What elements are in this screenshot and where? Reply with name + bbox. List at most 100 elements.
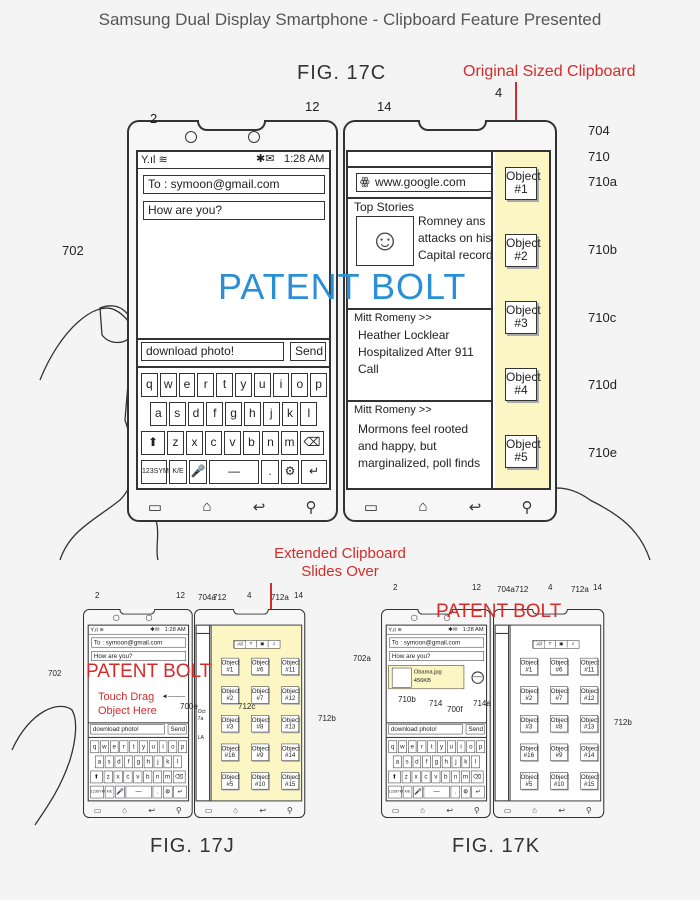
keyboard-key[interactable]: a bbox=[94, 755, 104, 769]
keyboard-key[interactable]: k bbox=[163, 755, 173, 769]
keyboard-key[interactable]: w bbox=[100, 740, 109, 754]
keyboard-key[interactable]: n bbox=[262, 431, 279, 455]
story-text[interactable]: attacks on his bbox=[418, 231, 492, 245]
keyboard-key[interactable]: K/E bbox=[402, 785, 413, 799]
clipboard-object[interactable]: Object#5 bbox=[505, 435, 541, 468]
to-field[interactable]: To : symoon@gmail.com bbox=[143, 175, 325, 194]
keyboard-key[interactable]: i bbox=[456, 740, 466, 754]
home-icon[interactable]: ⌂ bbox=[122, 805, 127, 815]
keyboard-key[interactable]: v bbox=[224, 431, 241, 455]
story-text[interactable]: Call bbox=[358, 362, 379, 376]
clipboard-object[interactable]: Object#3 bbox=[221, 715, 240, 733]
keyboard-key[interactable]: h bbox=[143, 755, 153, 769]
story-text[interactable]: and happy, but bbox=[358, 439, 437, 453]
keyboard-key[interactable]: i bbox=[272, 373, 290, 397]
home-icon[interactable]: ⌂ bbox=[202, 498, 212, 515]
keyboard-key[interactable]: y bbox=[139, 740, 148, 754]
keyboard-key[interactable]: ⬆ bbox=[90, 770, 103, 784]
clipboard-object[interactable]: Object#1 bbox=[221, 657, 240, 676]
keyboard-key[interactable]: r bbox=[417, 740, 427, 754]
keyboard-key[interactable]: — bbox=[125, 785, 152, 799]
clipboard-object[interactable]: Object#10 bbox=[550, 772, 569, 790]
keyboard-key[interactable]: . bbox=[261, 460, 279, 484]
search-icon[interactable]: ⚲ bbox=[521, 499, 533, 516]
menu-icon[interactable]: ▭ bbox=[147, 499, 163, 516]
body-field[interactable]: How are you? bbox=[389, 651, 484, 661]
clipboard-object[interactable]: Object#15 bbox=[281, 772, 300, 790]
tab-image[interactable]: ▣ bbox=[257, 640, 269, 648]
keyboard-key[interactable]: b bbox=[243, 431, 260, 455]
send-button[interactable]: Send bbox=[167, 724, 187, 735]
menu-icon[interactable]: ▭ bbox=[503, 806, 512, 815]
clipboard-object[interactable]: Object#2 bbox=[520, 686, 539, 704]
keyboard-key[interactable]: d bbox=[412, 755, 422, 769]
keyboard-key[interactable]: 🎤 bbox=[189, 460, 207, 484]
home-icon[interactable]: ⌂ bbox=[532, 805, 537, 815]
remove-attachment-button[interactable]: — bbox=[471, 671, 484, 684]
keyboard-key[interactable]: o bbox=[291, 373, 309, 397]
clipboard-object[interactable]: Object#9 bbox=[550, 743, 569, 761]
keyboard-key[interactable]: j bbox=[451, 755, 461, 769]
story-source[interactable]: Mitt Romeny >> bbox=[354, 312, 432, 324]
clipboard-object[interactable]: Object#5 bbox=[520, 772, 539, 790]
tab-text[interactable]: T bbox=[245, 640, 257, 648]
keyboard-key[interactable]: — bbox=[209, 460, 259, 484]
search-icon[interactable]: ⚲ bbox=[305, 499, 317, 516]
keyboard-key[interactable]: b bbox=[441, 770, 451, 784]
back-icon[interactable]: ↩ bbox=[446, 806, 453, 815]
keyboard-key[interactable]: 🎤 bbox=[413, 785, 423, 799]
keyboard-key[interactable]: s bbox=[402, 755, 412, 769]
clipboard-object[interactable]: Object#3 bbox=[505, 301, 541, 334]
menu-icon[interactable]: ▭ bbox=[363, 499, 379, 516]
keyboard-key[interactable]: g bbox=[225, 402, 242, 426]
keyboard-key[interactable]: f bbox=[422, 755, 432, 769]
keyboard-key[interactable]: t bbox=[427, 740, 437, 754]
keyboard-key[interactable]: ↵ bbox=[471, 785, 485, 799]
keyboard-key[interactable]: c bbox=[421, 770, 431, 784]
keyboard-key[interactable]: m bbox=[461, 770, 470, 784]
keyboard-key[interactable]: k bbox=[281, 402, 299, 426]
story-text[interactable]: Capital record bbox=[418, 248, 493, 262]
clipboard-object[interactable]: Object#7 bbox=[251, 686, 270, 704]
keyboard-key[interactable]: i bbox=[158, 740, 168, 754]
keyboard-key[interactable]: h bbox=[441, 755, 451, 769]
search-icon[interactable]: ⚲ bbox=[286, 806, 293, 815]
keyboard-key[interactable]: c bbox=[205, 431, 222, 455]
keyboard-key[interactable]: z bbox=[401, 770, 411, 784]
story-source[interactable]: Mitt Romeny >> bbox=[354, 404, 432, 416]
keyboard-key[interactable]: w bbox=[398, 740, 407, 754]
message-input[interactable]: download photo! bbox=[90, 724, 165, 735]
body-field[interactable]: How are you? bbox=[143, 201, 325, 220]
keyboard-key[interactable]: k bbox=[461, 755, 471, 769]
tab-music[interactable]: ♫ bbox=[272, 640, 276, 646]
back-icon[interactable]: ↩ bbox=[558, 806, 565, 815]
keyboard-key[interactable]: x bbox=[113, 770, 123, 784]
keyboard-key[interactable]: y bbox=[437, 740, 446, 754]
keyboard-key[interactable]: d bbox=[114, 755, 124, 769]
keyboard-key[interactable]: e bbox=[109, 740, 119, 754]
story-text[interactable]: Hospitalized After 911 bbox=[358, 345, 474, 359]
keyboard-key[interactable]: e bbox=[178, 373, 196, 397]
search-icon[interactable]: ⚲ bbox=[585, 806, 592, 815]
keyboard-key[interactable]: u bbox=[148, 740, 158, 754]
clipboard-object[interactable]: Object#12 bbox=[580, 686, 599, 704]
story-text[interactable]: Heather Locklear bbox=[358, 328, 450, 342]
clipboard-object[interactable]: Object#12 bbox=[281, 686, 300, 704]
keyboard-key[interactable]: t bbox=[216, 373, 233, 397]
menu-icon[interactable]: ▭ bbox=[204, 806, 213, 815]
message-input[interactable]: download photo! bbox=[388, 724, 463, 735]
clipboard-object[interactable]: Object#10 bbox=[251, 772, 270, 790]
keyboard-key[interactable]: h bbox=[244, 402, 261, 426]
keyboard-key[interactable]: g bbox=[432, 755, 441, 769]
clipboard-object[interactable]: Object#2 bbox=[505, 234, 541, 267]
clipboard-object[interactable]: Object#9 bbox=[251, 743, 270, 761]
story-text[interactable]: Mormons feel rooted bbox=[358, 422, 469, 436]
message-input[interactable]: download photo! bbox=[141, 342, 284, 361]
keyboard-key[interactable]: c bbox=[123, 770, 133, 784]
clipboard-object[interactable]: Object#11 bbox=[580, 657, 599, 676]
clipboard-object[interactable]: Object#5 bbox=[221, 772, 240, 790]
keyboard-key[interactable]: ⬆ bbox=[141, 431, 165, 455]
keyboard-key[interactable]: a bbox=[150, 402, 167, 426]
keyboard-key[interactable]: ⌫ bbox=[300, 431, 324, 455]
back-icon[interactable]: ↩ bbox=[259, 806, 266, 815]
